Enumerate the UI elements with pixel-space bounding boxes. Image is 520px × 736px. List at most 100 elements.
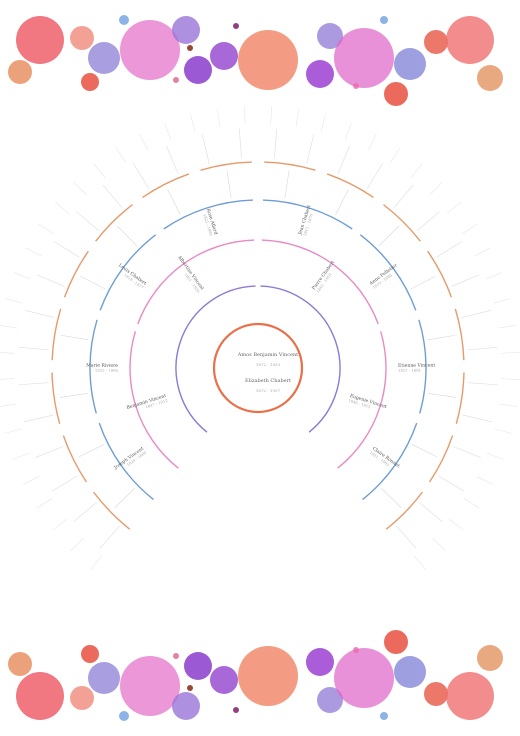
ring-5-stub bbox=[463, 498, 480, 509]
watercolor-blob bbox=[8, 60, 32, 84]
ring-4-arc bbox=[455, 372, 465, 424]
watercolor-blob bbox=[16, 672, 64, 720]
ring-4-arc bbox=[383, 204, 421, 242]
ring-5-stub bbox=[54, 201, 70, 214]
ring-4-stub bbox=[451, 274, 480, 287]
ring-5-stub bbox=[38, 223, 55, 235]
ring-5-stub bbox=[25, 247, 42, 257]
watercolor-border-top bbox=[8, 15, 503, 106]
ring-4-arc bbox=[51, 372, 61, 424]
watercolor-blob bbox=[334, 28, 394, 88]
ring-4-stub bbox=[436, 241, 463, 258]
ring-5-stub bbox=[190, 114, 196, 133]
ring-5-stub bbox=[461, 223, 478, 235]
watercolor-blob bbox=[187, 685, 193, 691]
ring-2-name: Marie Riviere bbox=[86, 363, 118, 369]
ring-5-stub bbox=[485, 272, 503, 280]
ring-5-stub bbox=[90, 555, 103, 570]
center-circle bbox=[212, 322, 304, 414]
ring-4-stub bbox=[18, 346, 49, 351]
watercolor-blob bbox=[317, 687, 343, 713]
ring-4-stub bbox=[18, 382, 49, 386]
watercolor-blob bbox=[8, 652, 32, 676]
watercolor-blob bbox=[173, 77, 179, 83]
ring-4-arc bbox=[62, 435, 88, 483]
ring-2-arc bbox=[337, 331, 387, 469]
watercolor-blob bbox=[424, 682, 448, 706]
ring-5-stub bbox=[413, 555, 426, 570]
ring-5-stub bbox=[486, 452, 504, 460]
watercolor-blob bbox=[446, 16, 494, 64]
ring-5-stub bbox=[390, 147, 401, 164]
watercolor-blob bbox=[380, 16, 388, 24]
ring-5-stub bbox=[23, 476, 40, 485]
ring-4-arc bbox=[454, 308, 465, 361]
ring-5-stub bbox=[0, 324, 18, 329]
ring-5-stub bbox=[4, 428, 22, 434]
watercolor-blob bbox=[184, 56, 212, 84]
ring-4-stub bbox=[396, 525, 417, 549]
ring-4-stub bbox=[102, 184, 123, 209]
ring-5-stub bbox=[432, 538, 446, 552]
watercolor-blob bbox=[88, 42, 120, 74]
watercolor-blob bbox=[353, 83, 359, 89]
ring-4-stub bbox=[462, 414, 492, 423]
ring-1-arc bbox=[175, 285, 256, 433]
watercolor-blob bbox=[394, 48, 426, 80]
ring-5-stub bbox=[501, 351, 520, 354]
ring-2-name: Etienne Vincent bbox=[398, 363, 435, 369]
ring-3-stub bbox=[411, 444, 438, 458]
ring-3-arc bbox=[359, 234, 417, 311]
ring-5-stub bbox=[0, 352, 15, 354]
ring-4-stub bbox=[416, 211, 440, 232]
watercolor-blob bbox=[172, 692, 200, 720]
ring-5-stub bbox=[429, 181, 443, 195]
ring-5-stub bbox=[73, 181, 87, 195]
watercolor-blob bbox=[306, 60, 334, 88]
ring-3-stub bbox=[380, 487, 402, 508]
watercolor-blob bbox=[384, 82, 408, 106]
ring-4-arc bbox=[427, 250, 453, 298]
ring-4-arc bbox=[200, 161, 252, 171]
watercolor-blob bbox=[233, 707, 239, 713]
ring-4-stub bbox=[438, 475, 465, 492]
ring-3-arc bbox=[89, 319, 98, 414]
ring-4-arc bbox=[95, 204, 133, 242]
ring-5-stub bbox=[13, 272, 31, 280]
ring-5-stub bbox=[367, 134, 377, 151]
ring-4-arc bbox=[142, 173, 190, 198]
watercolor-border-bottom bbox=[8, 630, 503, 721]
ring-5-stub bbox=[410, 163, 423, 179]
ring-4-arc bbox=[264, 161, 316, 171]
ring-3-arc bbox=[99, 234, 157, 311]
ring-5-stub bbox=[270, 106, 272, 125]
ring-5-stub bbox=[5, 298, 23, 304]
ring-3-stub bbox=[410, 275, 436, 290]
ring-5-stub bbox=[474, 247, 491, 257]
ring-5-stub bbox=[0, 403, 17, 407]
ring-5-stub bbox=[52, 519, 67, 531]
ring-5-stub bbox=[36, 498, 53, 509]
ring-1-dates: 1846 - 1915 bbox=[348, 398, 372, 410]
ring-3-stub bbox=[114, 487, 136, 508]
ring-3-stub bbox=[378, 225, 400, 247]
ring-4-stub bbox=[51, 475, 78, 492]
ring-4-arc bbox=[428, 435, 454, 483]
ring-3-stub bbox=[78, 444, 105, 458]
watercolor-blob bbox=[394, 656, 426, 688]
ring-3-stub bbox=[116, 225, 138, 247]
ring-3-arc bbox=[163, 199, 253, 230]
ring-3-arc bbox=[362, 422, 418, 501]
watercolor-blob bbox=[424, 30, 448, 54]
ring-5-stub bbox=[344, 123, 352, 141]
watercolor-blob bbox=[306, 648, 334, 676]
ring-5-stub bbox=[449, 519, 464, 531]
ring-4-stub bbox=[166, 145, 179, 174]
ring-4-stub bbox=[35, 446, 64, 458]
